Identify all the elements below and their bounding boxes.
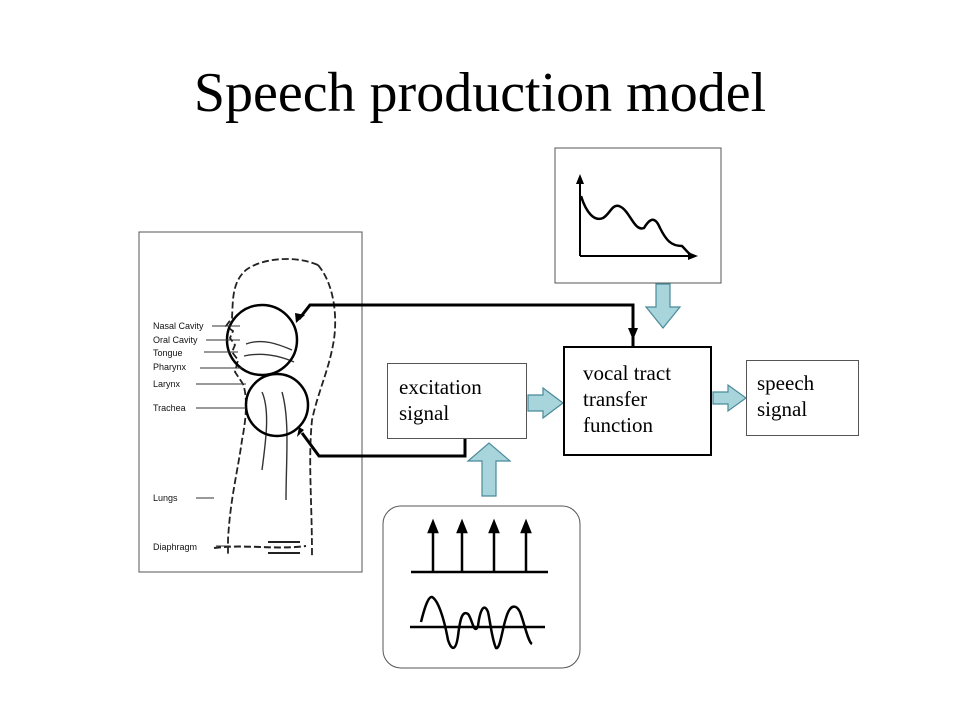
- speech-line-1: speech: [757, 371, 815, 395]
- anatomy-label-nasal-cavity: Nasal Cavity: [153, 321, 204, 331]
- excitation-line-2: signal: [399, 401, 450, 425]
- vocal-tract-line-3: function: [583, 413, 653, 437]
- block-arrows: [466, 283, 748, 497]
- spectral-envelope-graph: [554, 147, 722, 284]
- arrow-excitation-to-tract: [527, 386, 564, 420]
- arrow-up-to-excitation: [466, 442, 512, 497]
- anatomy-label-tongue: Tongue: [153, 348, 183, 358]
- vocal-tract-line-1: vocal tract: [583, 361, 672, 385]
- speech-line-2: signal: [757, 397, 808, 421]
- vocal-anatomy-illustration: Nasal Cavity Oral Cavity Tongue Pharynx …: [138, 231, 363, 573]
- excitation-feedback-line: [297, 427, 467, 458]
- vocal-tract-line-2: transfer: [583, 387, 648, 411]
- noise-waveform: [410, 595, 545, 650]
- excitation-signal-box: excitation signal: [387, 363, 527, 439]
- impulse-train: [411, 518, 548, 574]
- excitation-source-panel: [382, 505, 581, 669]
- anatomy-label-diaphragm: Diaphragm: [153, 542, 197, 552]
- slide-title: Speech production model: [193, 62, 767, 124]
- speech-signal-box: speech signal: [746, 360, 859, 436]
- excitation-line-1: excitation: [399, 375, 482, 399]
- vocal-tract-box: vocal tract transfer function: [563, 346, 712, 456]
- arrow-tract-to-speech: [712, 383, 748, 413]
- anatomy-label-larynx: Larynx: [153, 379, 181, 389]
- arrow-down-to-tract: [644, 283, 682, 329]
- anatomy-label-pharynx: Pharynx: [153, 362, 187, 372]
- anatomy-label-lungs: Lungs: [153, 493, 178, 503]
- anatomy-label-trachea: Trachea: [153, 403, 186, 413]
- tract-feedback-line: [295, 303, 638, 346]
- anatomy-label-oral-cavity: Oral Cavity: [153, 335, 198, 345]
